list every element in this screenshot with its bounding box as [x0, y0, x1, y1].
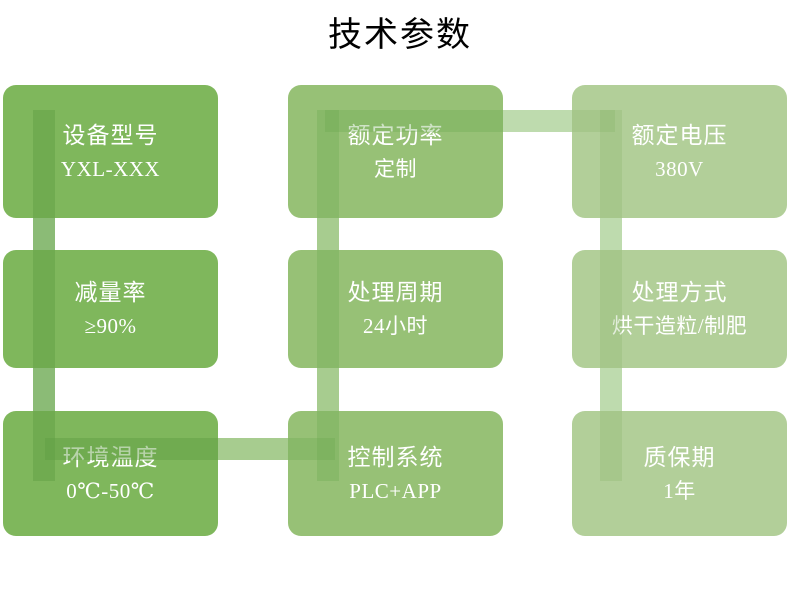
card-title: 控制系统 [347, 444, 444, 470]
card-process-cycle[interactable]: 处理周期 24小时 [288, 250, 503, 368]
card-value: YXL-XXX [60, 156, 161, 181]
card-value: 24小时 [363, 314, 428, 338]
card-rated-voltage[interactable]: 额定电压 380V [572, 85, 787, 218]
card-rated-power[interactable]: 额定功率 定制 [288, 85, 503, 218]
card-control-system[interactable]: 控制系统 PLC+APP [288, 411, 503, 536]
card-title: 额定电压 [631, 122, 728, 148]
card-value: 380V [655, 156, 704, 181]
card-reduction-rate[interactable]: 减量率 ≥90% [3, 250, 218, 368]
card-ambient-temperature[interactable]: 环境温度 0℃-50℃ [3, 411, 218, 536]
card-device-model[interactable]: 设备型号 YXL-XXX [3, 85, 218, 218]
card-value: 0℃-50℃ [66, 478, 155, 503]
card-process-method[interactable]: 处理方式 烘干造粒/制肥 [572, 250, 787, 368]
card-value: PLC+APP [349, 478, 442, 503]
card-value: 烘干造粒/制肥 [611, 314, 748, 338]
page-title: 技术参数 [328, 17, 472, 54]
card-title: 处理周期 [347, 280, 444, 305]
card-title: 设备型号 [62, 122, 159, 148]
card-value: 定制 [374, 156, 417, 181]
card-title: 减量率 [74, 280, 147, 305]
card-title: 处理方式 [631, 280, 728, 305]
card-warranty-period[interactable]: 质保期 1年 [572, 411, 787, 536]
card-title: 环境温度 [62, 444, 159, 470]
card-title: 质保期 [643, 444, 716, 470]
card-title: 额定功率 [347, 122, 444, 148]
card-value: 1年 [663, 478, 696, 503]
card-value: ≥90% [84, 314, 137, 338]
